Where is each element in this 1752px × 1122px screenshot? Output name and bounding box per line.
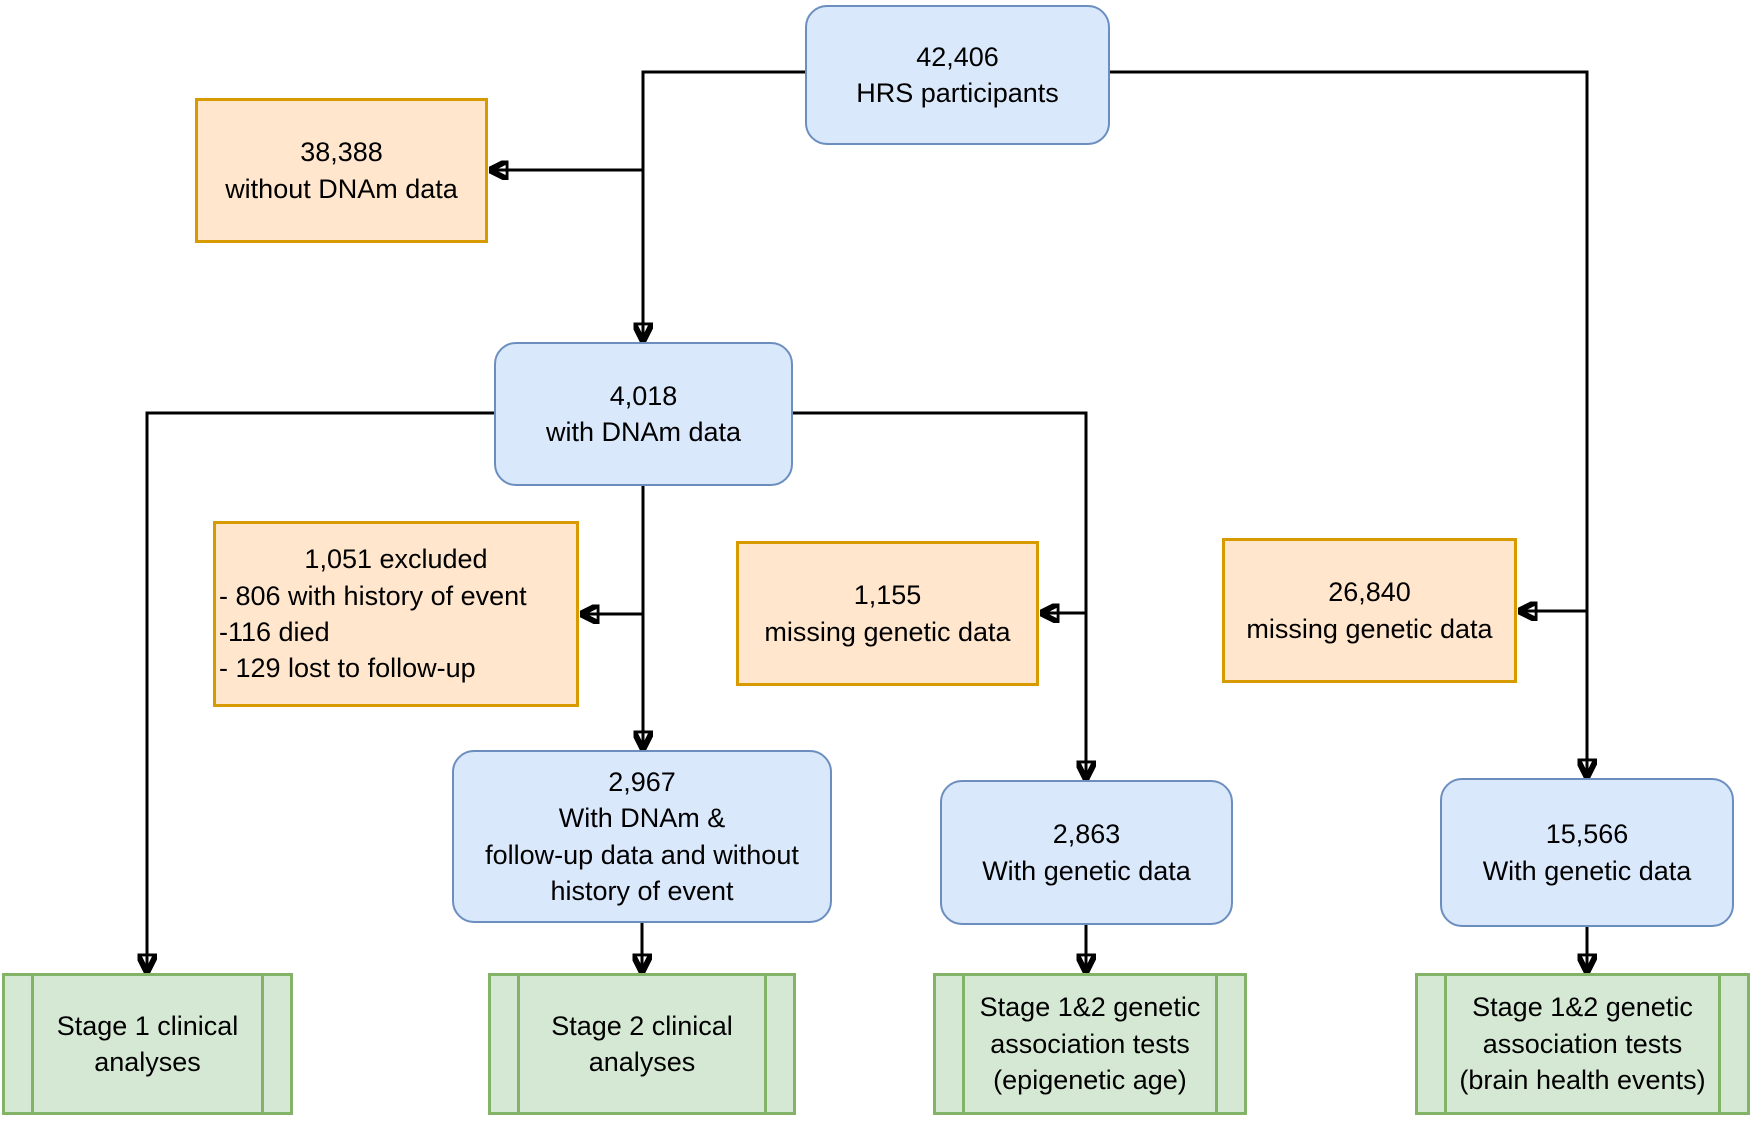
node-with-dnam: 4,018 with DNAm data: [494, 342, 793, 486]
node-exclusion-item: - 129 lost to follow-up: [219, 653, 476, 684]
process-bar: [31, 976, 34, 1112]
process-bar: [764, 976, 767, 1112]
process-bar: [517, 976, 520, 1112]
node-label: Stage 1&2 genetic: [979, 992, 1201, 1023]
node-count: 42,406: [916, 41, 999, 72]
node-label: association tests: [990, 1028, 1190, 1059]
node-label: missing genetic data: [1246, 613, 1493, 644]
node-label: missing genetic data: [764, 616, 1011, 647]
edge-hrs-to-dnam: [643, 70, 805, 339]
process-bar: [1718, 976, 1721, 1112]
node-count: 2,967: [608, 766, 676, 797]
node-stage12-genetic-epi: Stage 1&2 genetic association tests (epi…: [933, 973, 1247, 1115]
node-exclusion-item: - 806 with history of event: [219, 580, 527, 611]
process-bar: [1444, 976, 1447, 1112]
node-exclusion-item: -116 died: [219, 617, 330, 647]
node-label: with DNAm data: [545, 417, 742, 447]
node-label: analyses: [588, 1047, 696, 1077]
node-count: 15,566: [1545, 819, 1629, 850]
process-bar: [962, 976, 965, 1112]
node-label: Stage 2 clinical: [551, 1010, 733, 1041]
node-missing-genetic-brain: 26,840 missing genetic data: [1222, 538, 1517, 683]
node-label: Stage 1&2 genetic: [1472, 992, 1693, 1023]
node-count: 38,388: [300, 137, 383, 168]
node-count: 1,155: [853, 580, 922, 611]
node-label: history of event: [550, 875, 734, 906]
node-label: Stage 1 clinical: [56, 1010, 239, 1041]
node-label: With genetic data: [982, 855, 1191, 886]
node-count: 2,863: [1052, 819, 1121, 850]
node-excluded: 1,051 excluded - 806 with history of eve…: [213, 521, 579, 707]
node-stage12-genetic-brain: Stage 1&2 genetic association tests (bra…: [1415, 973, 1750, 1115]
node-count: 4,018: [609, 380, 678, 411]
node-with-genetic-data-epi: 2,863 With genetic data: [940, 780, 1233, 925]
node-label: With DNAm &: [558, 803, 726, 834]
node-count: 26,840: [1328, 577, 1411, 608]
node-hrs-participants: 42,406 HRS participants: [805, 5, 1110, 145]
node-label: HRS participants: [856, 78, 1059, 108]
node-label: without DNAm data: [225, 173, 458, 204]
node-with-genetic-data-brain: 15,566 With genetic data: [1440, 778, 1734, 927]
process-bar: [1215, 976, 1218, 1112]
node-stage2-clinical: Stage 2 clinical analyses: [488, 973, 796, 1115]
node-label: follow-up data and without: [485, 839, 799, 870]
node-with-dnam-followup: 2,967 With DNAm & follow-up data and wit…: [452, 750, 832, 923]
node-label: (brain health events): [1459, 1065, 1706, 1096]
process-bar: [261, 976, 264, 1112]
node-label: association tests: [1482, 1028, 1683, 1059]
node-without-dnam: 38,388 without DNAm data: [195, 98, 488, 243]
node-count: 1,051 excluded: [304, 544, 488, 575]
node-stage1-clinical: Stage 1 clinical analyses: [2, 973, 293, 1115]
node-label: With genetic data: [1482, 855, 1692, 886]
node-label: analyses: [94, 1047, 201, 1077]
node-label: (epigenetic age): [993, 1065, 1187, 1096]
node-missing-genetic-epi: 1,155 missing genetic data: [736, 541, 1039, 686]
